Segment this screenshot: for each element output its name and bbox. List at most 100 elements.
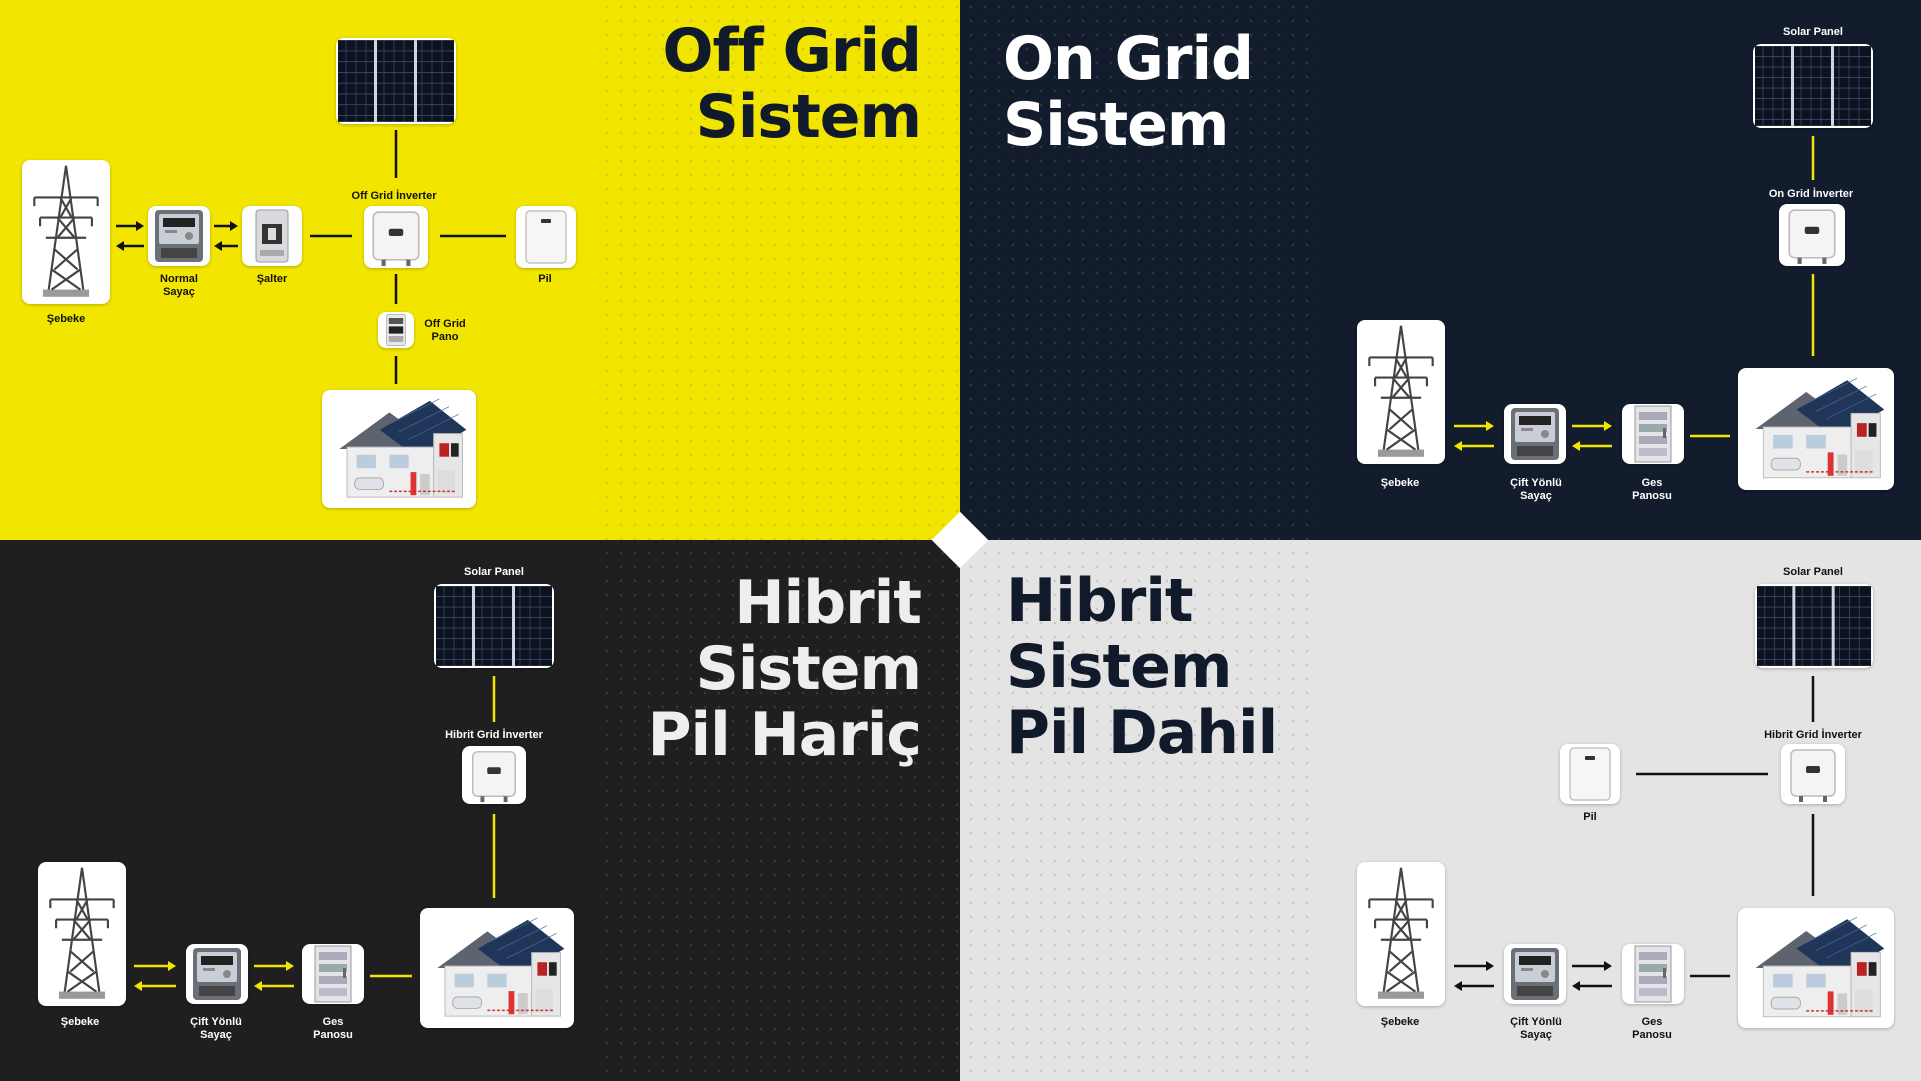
meter-icon	[1504, 944, 1566, 1004]
hybrid-with-battery-solar-panel	[1755, 584, 1873, 668]
hybrid-no-battery-title: Hibrit Sistem Pil Hariç	[647, 568, 922, 770]
hybrid-no-battery-inverter-label: Hibrit Grid İnverter	[445, 729, 543, 741]
on-grid-ges-panel	[1622, 404, 1684, 464]
on-grid-inverter	[1779, 204, 1845, 266]
meter-icon	[186, 944, 248, 1004]
hybrid-no-battery-title-line3: Pil Hariç	[647, 700, 922, 770]
hybrid-no-battery-ges-panel	[302, 944, 364, 1004]
hybrid-with-battery-title: Hibrit Sistem Pil Dahil	[1006, 566, 1278, 768]
on-grid-ges-label-line2: Panosu	[1632, 490, 1672, 502]
electrical-cabinet-icon	[1622, 404, 1684, 464]
hybrid-no-battery-meter-label-line2: Sayaç	[200, 1029, 232, 1041]
on-grid-title: On Grid Sistem	[1003, 24, 1254, 158]
hybrid-with-battery-house	[1738, 908, 1894, 1028]
power-tower-icon	[38, 862, 126, 1006]
solar-panel-icon	[1755, 584, 1873, 668]
hybrid-no-battery-meter-label-line1: Çift Yönlü	[190, 1016, 242, 1028]
on-grid-meter	[1504, 404, 1566, 464]
house-icon	[1738, 908, 1894, 1028]
hybrid-with-battery-meter-label-line1: Çift Yönlü	[1510, 1016, 1562, 1028]
hybrid-no-battery-title-line2: Sistem	[695, 634, 922, 704]
battery-icon	[516, 206, 576, 268]
hybrid-with-battery-inverter-label: Hibrit Grid İnverter	[1764, 729, 1862, 741]
inverter-icon	[1779, 204, 1845, 266]
off-grid-tower	[22, 160, 110, 304]
solar-panel-icon	[336, 38, 456, 124]
inverter-icon	[364, 206, 428, 268]
off-grid-meter-label-line2: Sayaç	[163, 286, 195, 298]
power-tower-icon	[1357, 320, 1445, 464]
hybrid-no-battery-tower	[38, 862, 126, 1006]
hybrid-no-battery-grid-label: Şebeke	[60, 1016, 100, 1028]
off-grid-house	[322, 390, 476, 508]
hybrid-with-battery-meter	[1504, 944, 1566, 1004]
off-grid-quadrant	[0, 0, 960, 540]
hybrid-no-battery-meter	[186, 944, 248, 1004]
inverter-icon	[1781, 744, 1845, 804]
house-icon	[1738, 368, 1894, 490]
on-grid-meter-label-line1: Çift Yönlü	[1510, 477, 1562, 489]
on-grid-ges-label-line1: Ges	[1641, 477, 1663, 489]
off-grid-grid-label: Şebeke	[46, 313, 86, 325]
meter-icon	[148, 206, 210, 266]
hybrid-with-battery-ges-label: Ges Panosu	[1632, 1016, 1672, 1042]
off-grid-title-line1: Off Grid	[662, 16, 922, 86]
off-grid-battery-label: Pil	[538, 273, 552, 285]
hybrid-with-battery-ges-panel	[1622, 944, 1684, 1004]
inverter-icon	[462, 746, 526, 804]
off-grid-pano-label-line1: Off Grid	[424, 318, 466, 330]
meter-icon	[1504, 404, 1566, 464]
hybrid-with-battery-title-line3: Pil Dahil	[1006, 698, 1278, 768]
hybrid-no-battery-solar-panel	[434, 584, 554, 668]
battery-icon	[1560, 744, 1620, 804]
hybrid-no-battery-solar-label: Solar Panel	[464, 566, 524, 578]
solar-panel-icon	[1753, 44, 1873, 128]
hybrid-with-battery-title-line2: Sistem	[1006, 632, 1232, 702]
on-grid-inverter-label: On Grid İnverter	[1768, 188, 1854, 200]
on-grid-ges-label: Ges Panosu	[1632, 477, 1672, 503]
on-grid-meter-label-line2: Sayaç	[1520, 490, 1552, 502]
hybrid-no-battery-meter-label: Çift Yönlü Sayaç	[190, 1016, 242, 1042]
off-grid-title: Off Grid Sistem	[662, 16, 922, 152]
breaker-switch-icon	[242, 206, 302, 266]
house-icon	[322, 390, 476, 508]
off-grid-meter	[148, 206, 210, 266]
on-grid-meter-label: Çift Yönlü Sayaç	[1510, 477, 1562, 503]
on-grid-grid-label: Şebeke	[1380, 477, 1420, 489]
off-grid-switch	[242, 206, 302, 266]
hybrid-no-battery-title-line1: Hibrit	[734, 568, 922, 638]
hybrid-no-battery-ges-label: Ges Panosu	[313, 1016, 353, 1042]
hybrid-with-battery-grid-label: Şebeke	[1380, 1016, 1420, 1028]
distribution-panel-icon	[378, 312, 414, 348]
on-grid-solar-label: Solar Panel	[1783, 26, 1843, 38]
on-grid-solar-panel	[1753, 44, 1873, 128]
off-grid-battery	[516, 206, 576, 268]
power-tower-icon	[1357, 862, 1445, 1006]
on-grid-title-line1: On Grid	[1003, 24, 1254, 94]
hybrid-with-battery-battery	[1560, 744, 1620, 804]
on-grid-tower	[1357, 320, 1445, 464]
electrical-cabinet-icon	[302, 944, 364, 1004]
hybrid-with-battery-battery-label: Pil	[1583, 811, 1597, 823]
off-grid-pano	[378, 312, 414, 348]
off-grid-pano-label-line2: Pano	[431, 331, 459, 343]
off-grid-inverter-label: Off Grid İnverter	[351, 190, 437, 202]
house-icon	[420, 908, 574, 1028]
hybrid-with-battery-ges-label-line1: Ges	[1641, 1016, 1663, 1028]
on-grid-house	[1738, 368, 1894, 490]
hybrid-with-battery-solar-label: Solar Panel	[1783, 566, 1843, 578]
electrical-cabinet-icon	[1622, 944, 1684, 1004]
hybrid-with-battery-inverter	[1781, 744, 1845, 804]
off-grid-meter-label: Normal Sayaç	[160, 273, 198, 299]
hybrid-no-battery-house	[420, 908, 574, 1028]
off-grid-inverter	[364, 206, 428, 268]
hybrid-with-battery-meter-label: Çift Yönlü Sayaç	[1510, 1016, 1562, 1042]
hybrid-no-battery-inverter	[462, 746, 526, 804]
hybrid-with-battery-meter-label-line2: Sayaç	[1520, 1029, 1552, 1041]
hybrid-with-battery-ges-label-line2: Panosu	[1632, 1029, 1672, 1041]
off-grid-pano-label: Off Grid Pano	[424, 318, 466, 344]
off-grid-meter-label-line1: Normal	[160, 273, 198, 285]
off-grid-title-line2: Sistem	[695, 82, 922, 152]
hybrid-with-battery-title-line1: Hibrit	[1006, 566, 1194, 636]
power-tower-icon	[22, 160, 110, 304]
